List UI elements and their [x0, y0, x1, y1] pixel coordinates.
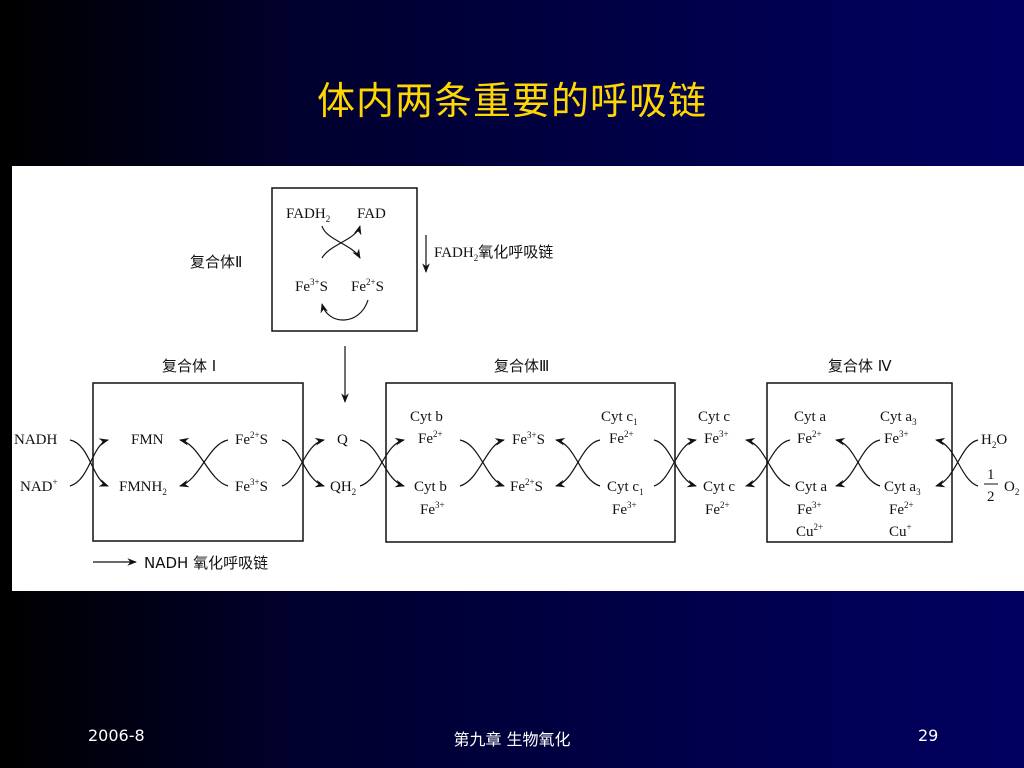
qh2-label: QH2	[330, 479, 356, 497]
complex-iii-box	[385, 382, 676, 543]
respiratory-chain-svg: 复合体Ⅱ 复合体 Ⅰ 复合体Ⅲ 复合体 Ⅳ FADH2 FAD Fe3+S Fe…	[14, 187, 1019, 572]
complex-ii-box	[271, 187, 418, 332]
cytc-bottom: Cyt c	[703, 479, 735, 495]
fmnh2-label: FMNH2	[119, 479, 167, 497]
cyta3-bottom: Cyt a3	[884, 479, 921, 497]
fe2-cytc1-top: Fe2+	[609, 429, 634, 447]
fadh2-label: FADH2	[286, 206, 330, 224]
complex-i-label: 复合体 Ⅰ	[162, 357, 216, 375]
fe2-cytb-top: Fe2+	[418, 429, 443, 447]
fe2-cytc-bottom: Fe2+	[705, 500, 730, 518]
cytb-top: Cyt b	[410, 409, 443, 425]
fad-label: FAD	[357, 206, 386, 222]
nad-label: NAD+	[20, 477, 58, 495]
footer-date: 2006-8	[88, 726, 145, 745]
half-numerator: 1	[987, 467, 995, 483]
complex-iv-box	[766, 382, 953, 543]
half-denominator: 2	[987, 489, 995, 505]
fe3-cytc1-bottom: Fe3+	[612, 500, 637, 518]
cytc1-bottom: Cyt c1	[607, 479, 644, 497]
cyta-bottom: Cyt a	[795, 479, 827, 495]
complex-iv-label: 复合体 Ⅳ	[828, 357, 892, 375]
cyta-top: Cyt a	[794, 409, 826, 425]
nadh-label: NADH	[14, 432, 57, 448]
fe2s-c3: Fe2+S	[510, 477, 543, 495]
fe2s-top: Fe2+S	[351, 277, 384, 295]
fe2-cyta3-bottom: Fe2+	[889, 500, 914, 518]
fe2s-c1: Fe2+S	[235, 430, 268, 448]
complex-ii-top-label: 复合体Ⅱ	[190, 253, 242, 271]
page-number: 29	[918, 726, 939, 745]
fe3-cyta-bottom: Fe3+	[797, 500, 822, 518]
fe3-cytb-bottom: Fe3+	[420, 500, 445, 518]
cu-cyta3-bottom: Cu+	[889, 522, 912, 540]
cytc1-top: Cyt c1	[601, 409, 638, 427]
fe2-cyta-top: Fe2+	[797, 429, 822, 447]
arrow-fe-cycle	[320, 299, 369, 321]
redox-arrows	[69, 437, 979, 488]
cytc-top: Cyt c	[698, 409, 730, 425]
q-label: Q	[337, 432, 348, 448]
respiratory-chain-diagram: 复合体Ⅱ 复合体 Ⅰ 复合体Ⅲ 复合体 Ⅳ FADH2 FAD Fe3+S Fe…	[12, 166, 1024, 591]
fadh2-chain-label: FADH2氧化呼吸链	[434, 243, 553, 263]
fe3s-c1: Fe3+S	[235, 477, 268, 495]
footer-chapter: 第九章 生物氧化	[453, 730, 571, 749]
arrow-fe3s-to-fad	[321, 225, 362, 259]
fmn-label: FMN	[131, 432, 164, 448]
fe3-cytc-top: Fe3+	[704, 429, 729, 447]
fe3s-top: Fe3+S	[295, 277, 328, 295]
cytb-bottom: Cyt b	[414, 479, 447, 495]
fe3s-c3: Fe3+S	[512, 430, 545, 448]
nadh-chain-label: NADH 氧化呼吸链	[144, 554, 268, 572]
cu2-cyta-bottom: Cu2+	[796, 522, 823, 540]
fe3-cyta3-top: Fe3+	[884, 429, 909, 447]
complex-iii-label: 复合体Ⅲ	[494, 357, 549, 375]
h2o-label: H2O	[981, 432, 1007, 450]
complex-i-box	[92, 382, 304, 542]
arrow-fadh2-to-fe2s	[321, 225, 361, 259]
o2-label: O2	[1004, 479, 1019, 497]
cyta3-top: Cyt a3	[880, 409, 917, 427]
slide-title: 体内两条重要的呼吸链	[316, 79, 707, 123]
